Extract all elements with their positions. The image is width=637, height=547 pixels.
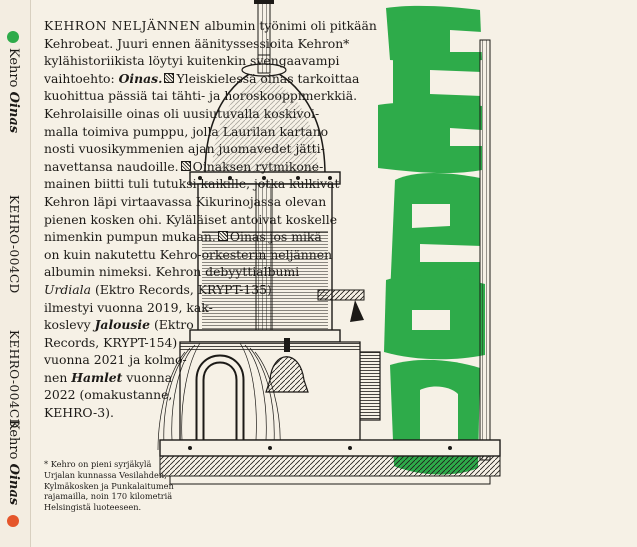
footnote: * Kehro on pieni syrjäkylä Urjalan kunna…: [44, 459, 204, 513]
text-line: vaihtoehto:: [44, 70, 119, 86]
lead-in: KEHRON NELJÄNNEN: [44, 18, 201, 33]
text-line: kylähistoriikista löytyi kuitenkin sveng…: [44, 53, 340, 69]
text-line: ilmestyi vuonna 2019, kak-: [44, 299, 213, 315]
album-name: Oinas.: [118, 70, 163, 86]
spine-artist-bottom: Kehro: [6, 420, 21, 460]
text-line: Kehron läpi virtaavassa Kikurinojassa ol…: [44, 193, 327, 209]
footnote-line: * Kehro on pieni syrjäkylä: [44, 459, 152, 469]
text-line: 2022 (omakustanne,: [44, 387, 173, 403]
text-line: albumin nimeksi. Kehron debyyttialbumi: [44, 264, 300, 280]
text-line: nen: [44, 369, 72, 385]
footnote-line: Urjalan kunnassa Vesilahden,: [44, 469, 167, 480]
text-line: albumin työnimi oli pitkään: [200, 18, 377, 33]
spine-album-bottom: Oinas: [6, 463, 21, 506]
text-line: navettansa naudoille.: [44, 158, 179, 174]
text-line: malla toimiva pumppu, jolla Laurilan kar…: [44, 123, 329, 139]
text-line: Oinaksen rytmikone-: [192, 158, 324, 174]
footnote-line: rajamailla, noin 170 kilometriä: [44, 491, 173, 502]
spine-catalog-bottom-text: KEHRO-004CD: [7, 330, 21, 429]
text-line: mainen biitti tuli tutuksi kaikille, jot…: [44, 176, 340, 192]
spine: Kehro Oinas KEHRO-004CD KEHRO-004CD Kehr…: [0, 0, 31, 547]
text-line: pienen kosken ohi. Kyläläiset antoivat k…: [44, 211, 338, 227]
text-line: Yleiskielessä oinas tarkoittaa: [176, 70, 360, 86]
text-line: Records, KRYPT-154): [44, 334, 178, 350]
spine-album-top: Oinas: [6, 91, 21, 134]
separator-icon: [180, 160, 191, 171]
green-dot-icon: [7, 31, 19, 43]
text-line: Kehrobeat. Juuri ennen äänityssessioita …: [44, 35, 350, 51]
separator-icon: [164, 72, 175, 83]
text-line: nimenkin pumpun mukaan.: [44, 229, 216, 245]
text-line: (Ektro Records, KRYPT-135): [91, 281, 272, 297]
pump-illustration: [157, 0, 501, 485]
text-line: nosti vuosikymmenien ajan juomavedet jät…: [44, 141, 325, 157]
orange-dot-icon: [7, 515, 19, 527]
spine-catalog-top-text: KEHRO-004CD: [7, 195, 21, 294]
album-description: KEHRON NELJÄNNEN albumin työnimi oli pit…: [44, 17, 377, 422]
separator-icon: [217, 231, 228, 242]
text-line: kuohittua pässiä tai tähti- ja horoskoop…: [44, 88, 358, 104]
album-hamlet: Hamlet: [71, 369, 123, 385]
text-line: vuonna: [122, 369, 173, 385]
text-line: Kehrolaisille oinas oli uusiutuvalla kos…: [44, 105, 320, 121]
text-line: Oinas jos mikä: [229, 229, 322, 245]
text-line: KEHRO-3).: [44, 405, 114, 421]
album-jalousie: Jalousie: [94, 317, 150, 333]
spine-catalog-top: KEHRO-004CD: [4, 195, 24, 335]
footnote-line: Helsingistä luoteeseen.: [44, 502, 142, 513]
album-urdiala: Urdiala: [44, 281, 91, 297]
text-line: vuonna 2021 ja kolmo-: [44, 352, 187, 368]
text-line: on kuin nakutettu Kehro-orkesterin neljä…: [44, 246, 333, 262]
text-line: koslevy: [44, 317, 95, 333]
spine-artist-top: Kehro: [6, 48, 21, 88]
footnote-line: Kylmäkosken ja Punkalaitumen: [44, 480, 174, 491]
text-line: (Ektro: [150, 317, 194, 333]
spine-title-top: Kehro Oinas: [4, 48, 24, 188]
spine-title-bottom: Kehro Oinas: [4, 420, 24, 510]
